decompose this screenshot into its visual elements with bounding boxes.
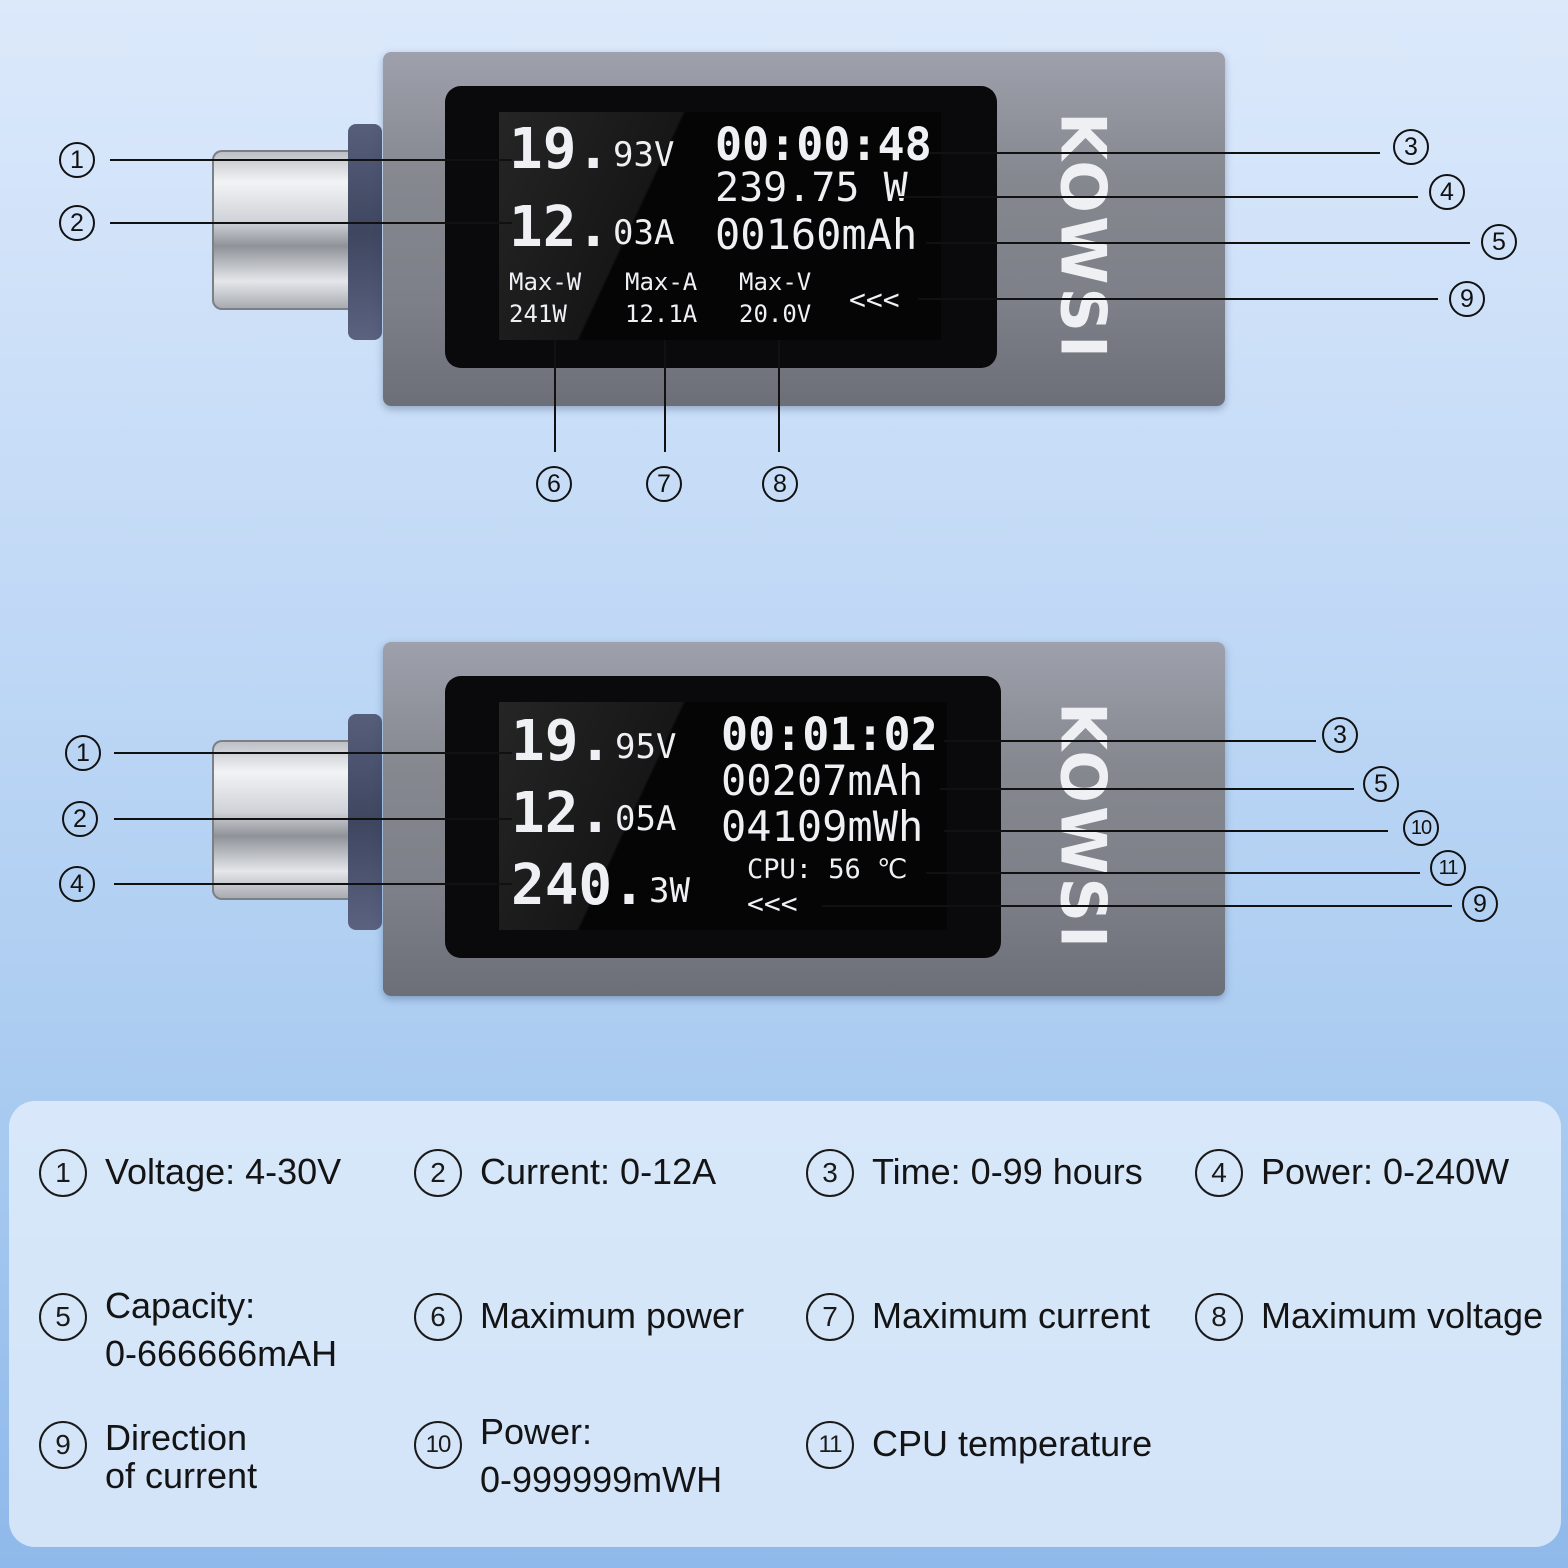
plug-collar	[348, 124, 382, 340]
callout-line-3	[944, 740, 1316, 742]
legend-text-line2: 0-999999mWH	[480, 1459, 723, 1500]
legend-number: 11	[806, 1421, 854, 1469]
legend-number: 6	[414, 1293, 462, 1341]
callout-line-6	[554, 340, 556, 452]
plug-collar	[348, 714, 382, 930]
marker-3: 3	[1322, 717, 1358, 753]
callout-line-3	[930, 152, 1380, 154]
callout-line-11	[926, 872, 1420, 874]
callout-line-10	[944, 830, 1388, 832]
callout-line-4	[896, 196, 1418, 198]
max-v-label: Max-V	[739, 268, 812, 296]
power-reading: 240.	[511, 853, 646, 918]
legend-text: Time: 0-99 hours	[872, 1151, 1143, 1192]
legend-text-line1: Power:	[480, 1411, 593, 1452]
voltage-reading: 19.	[511, 709, 613, 774]
brand-logo: KOWSI	[1046, 112, 1120, 362]
current-unit: 05A	[615, 799, 677, 839]
voltage-reading: 19.	[509, 117, 611, 182]
legend-number: 7	[806, 1293, 854, 1341]
usb-c-plug	[212, 740, 362, 900]
capacity-reading: 00207mAh	[721, 756, 924, 805]
power-reading: 239.75 W	[715, 165, 908, 211]
marker-4: 4	[59, 866, 95, 902]
meter-body: 19. 95V 12. 05A 240. 3W 00:01:02 00207mA…	[383, 642, 1225, 996]
legend-number: 2	[414, 1149, 462, 1197]
legend-text: Power: 0-240W	[1261, 1151, 1510, 1192]
marker-10: 10	[1403, 810, 1439, 846]
voltage-unit: 95V	[615, 727, 677, 767]
legend-text: Voltage: 4-30V	[105, 1151, 342, 1192]
time-reading: 00:01:02	[721, 708, 938, 761]
legend-panel: 1 Voltage: 4-30V 2 Current: 0-12A 3 Time…	[9, 1101, 1561, 1547]
marker-2: 2	[62, 801, 98, 837]
legend-text: Maximum voltage	[1261, 1295, 1544, 1336]
display-bezel: 19. 95V 12. 05A 240. 3W 00:01:02 00207mA…	[445, 676, 1001, 958]
callout-line-9	[822, 905, 1452, 907]
current-reading: 12.	[511, 781, 613, 846]
time-reading: 00:00:48	[715, 118, 932, 171]
callout-line-9	[918, 298, 1438, 300]
max-w-value: 241W	[509, 300, 567, 328]
voltage-unit: 93V	[613, 135, 675, 175]
legend-text: CPU temperature	[872, 1423, 1153, 1464]
legend-number: 5	[39, 1293, 87, 1341]
legend-text-line1: Direction	[105, 1417, 248, 1458]
callout-line-4	[114, 883, 512, 885]
legend-number: 4	[1195, 1149, 1243, 1197]
energy-reading: 04109mWh	[721, 802, 924, 851]
meter-device-top: 19. 93V 12. 03A 00:00:48 239.75 W 00160m…	[0, 48, 1568, 408]
callout-line-1	[114, 752, 512, 754]
legend-number: 1	[39, 1149, 87, 1197]
max-a-label: Max-A	[625, 268, 698, 296]
marker-1: 1	[65, 735, 101, 771]
meter-device-bottom: 19. 95V 12. 05A 240. 3W 00:01:02 00207mA…	[0, 638, 1568, 998]
marker-3: 3	[1393, 129, 1429, 165]
legend-number: 9	[39, 1421, 87, 1469]
legend-number: 3	[806, 1149, 854, 1197]
marker-2: 2	[59, 205, 95, 241]
marker-9: 9	[1462, 886, 1498, 922]
callout-line-8	[778, 340, 780, 452]
callout-line-2	[114, 818, 512, 820]
capacity-reading: 00160mAh	[715, 210, 918, 259]
display-bezel: 19. 93V 12. 03A 00:00:48 239.75 W 00160m…	[445, 86, 997, 368]
meter-body: 19. 93V 12. 03A 00:00:48 239.75 W 00160m…	[383, 52, 1225, 406]
max-a-value: 12.1A	[625, 300, 698, 328]
marker-11: 11	[1430, 850, 1466, 886]
current-direction-arrows: <<<	[747, 887, 798, 920]
legend-text: Maximum power	[480, 1295, 745, 1336]
marker-6: 6	[536, 466, 572, 502]
callout-line-2	[110, 222, 512, 224]
max-w-label: Max-W	[509, 268, 582, 296]
marker-5: 5	[1481, 224, 1517, 260]
marker-1: 1	[59, 142, 95, 178]
usb-c-plug	[212, 150, 362, 310]
marker-8: 8	[762, 466, 798, 502]
legend-text-line2: of current	[105, 1455, 258, 1496]
lcd-screen: 19. 93V 12. 03A 00:00:48 239.75 W 00160m…	[499, 112, 941, 340]
marker-7: 7	[646, 466, 682, 502]
current-direction-arrows: <<<	[849, 283, 900, 316]
legend-number: 8	[1195, 1293, 1243, 1341]
lcd-screen: 19. 95V 12. 05A 240. 3W 00:01:02 00207mA…	[499, 702, 947, 930]
marker-4: 4	[1429, 174, 1465, 210]
legend-text: Maximum current	[872, 1295, 1151, 1336]
legend-number: 10	[414, 1421, 462, 1469]
legend-text: Current: 0-12A	[480, 1151, 717, 1192]
legend-text-line2: 0-666666mAH	[105, 1333, 338, 1374]
callout-line-7	[664, 340, 666, 452]
legend-text-line1: Capacity:	[105, 1285, 256, 1326]
marker-9: 9	[1449, 281, 1485, 317]
cpu-temperature: CPU: 56 ℃	[747, 854, 908, 885]
max-v-value: 20.0V	[739, 300, 812, 328]
current-reading: 12.	[509, 195, 611, 260]
current-unit: 03A	[613, 213, 675, 253]
marker-5: 5	[1363, 766, 1399, 802]
power-unit: 3W	[649, 871, 690, 911]
callout-line-5	[940, 788, 1354, 790]
callout-line-1	[110, 159, 512, 161]
callout-line-5	[926, 242, 1470, 244]
